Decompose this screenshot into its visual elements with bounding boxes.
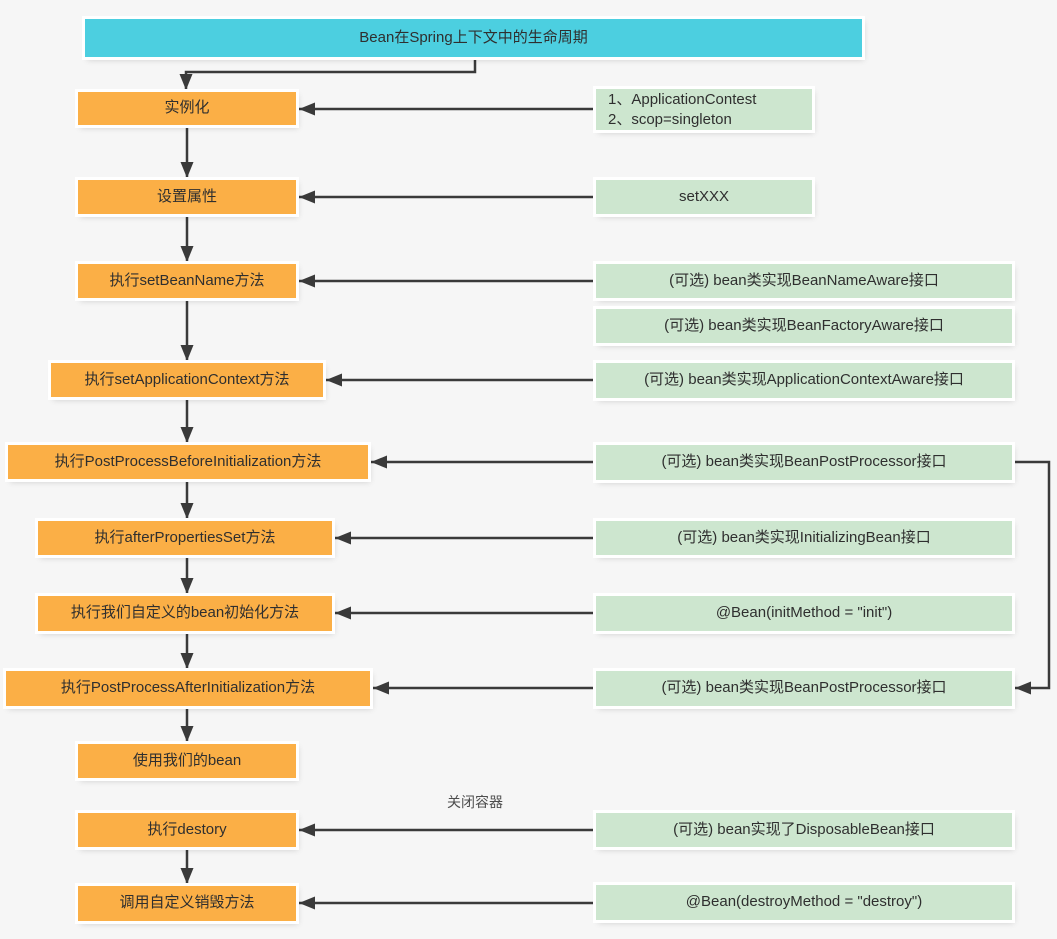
step-use-bean: 使用我们的bean: [78, 744, 296, 778]
arrow-postprocessor-loop: [1012, 460, 1051, 695]
step-set-bean-name: 执行setBeanName方法: [78, 264, 296, 298]
step-post-process-after-init: 执行PostProcessAfterInitialization方法: [6, 671, 370, 706]
note-application-context-scope: 1、ApplicationContest 2、scop=singleton: [596, 89, 812, 130]
note-init-method: @Bean(initMethod = "init"): [596, 596, 1012, 631]
note-line: 2、scop=singleton: [608, 110, 732, 128]
note-bean-name-aware: (可选) bean类实现BeanNameAware接口: [596, 264, 1012, 298]
step-instantiate: 实例化: [78, 92, 296, 125]
close-container-label: 关闭容器: [447, 794, 503, 810]
diagram-title: Bean在Spring上下文中的生命周期: [85, 19, 862, 57]
note-destroy-method: @Bean(destroyMethod = "destroy"): [596, 885, 1012, 920]
step-after-properties-set: 执行afterPropertiesSet方法: [38, 521, 332, 555]
step-custom-init-method: 执行我们自定义的bean初始化方法: [38, 596, 332, 631]
note-initializing-bean: (可选) bean类实现InitializingBean接口: [596, 521, 1012, 555]
arrow-title-to-instantiate: [179, 57, 477, 90]
note-setxxx: setXXX: [596, 180, 812, 214]
note-line: 1、ApplicationContest: [608, 90, 757, 108]
step-custom-destroy-method: 调用自定义销毁方法: [78, 886, 296, 921]
step-post-process-before-init: 执行PostProcessBeforeInitialization方法: [8, 445, 368, 479]
step-set-application-context: 执行setApplicationContext方法: [51, 363, 323, 397]
note-bean-post-processor-1: (可选) bean类实现BeanPostProcessor接口: [596, 445, 1012, 480]
note-bean-post-processor-2: (可选) bean类实现BeanPostProcessor接口: [596, 671, 1012, 706]
note-application-context-aware: (可选) bean类实现ApplicationContextAware接口: [596, 363, 1012, 398]
step-set-properties: 设置属性: [78, 180, 296, 214]
note-bean-factory-aware: (可选) bean类实现BeanFactoryAware接口: [596, 309, 1012, 343]
step-destroy: 执行destory: [78, 813, 296, 847]
note-disposable-bean: (可选) bean实现了DisposableBean接口: [596, 813, 1012, 847]
